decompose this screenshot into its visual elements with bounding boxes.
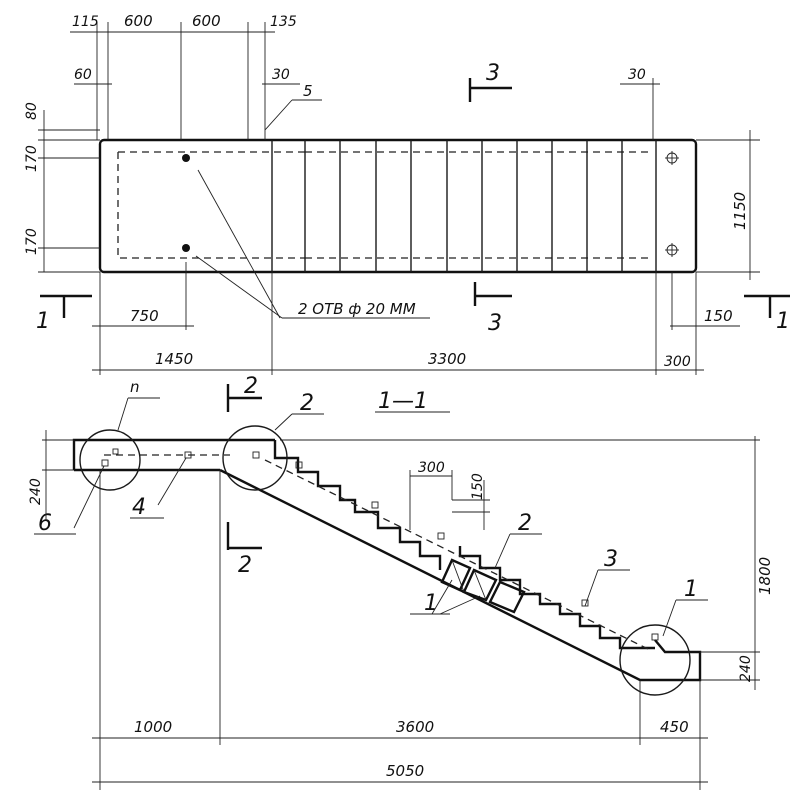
- detail-circle-1: [619, 624, 691, 696]
- dim-1000: 1000: [134, 718, 172, 736]
- section-3-top: 3: [486, 61, 500, 86]
- dim-240-left: 240: [28, 478, 44, 505]
- dim-30-right: 30: [628, 67, 646, 83]
- section-2-bottom: 2: [238, 553, 252, 578]
- callout-3: 3: [604, 547, 618, 572]
- section-view: 1—1 n: [28, 374, 774, 790]
- dim-60: 60: [74, 67, 92, 83]
- dim-1150: 1150: [731, 192, 749, 230]
- stair-flight: [219, 440, 702, 682]
- dim-300-plan: 300: [664, 354, 691, 370]
- dim-240-right: 240: [738, 655, 754, 682]
- dim-600-a: 600: [124, 12, 153, 30]
- detail-circle-n: [79, 429, 141, 491]
- callout-1-right: 1: [684, 577, 698, 602]
- callout-2-mid: 2: [518, 511, 532, 536]
- hole-marker: [182, 154, 190, 162]
- plan-outline: [98, 138, 698, 274]
- dim-3300: 3300: [428, 350, 466, 368]
- dim-450: 450: [660, 718, 689, 736]
- dim-300-step: 300: [418, 460, 445, 476]
- callout-5: 5: [303, 82, 313, 100]
- callout-4: 4: [132, 495, 146, 520]
- embedded-blocks: [440, 558, 526, 614]
- dim-150-step: 150: [470, 473, 486, 500]
- holes-label: 2 ОТВ ф 20 ММ: [298, 300, 416, 318]
- dim-600-b: 600: [192, 12, 221, 30]
- plan-view: 115 600 600 135 60 30 30 5 80 170 170 11…: [24, 12, 790, 375]
- dim-750: 750: [130, 307, 159, 325]
- dim-135: 135: [270, 14, 297, 30]
- dim-115: 115: [72, 14, 99, 30]
- dim-1450: 1450: [155, 350, 193, 368]
- dim-1800: 1800: [756, 557, 774, 595]
- section-2-top: 2: [244, 374, 258, 399]
- dim-150: 150: [704, 307, 733, 325]
- detail-circle-2: [222, 425, 288, 491]
- dim-170-bottom: 170: [24, 228, 40, 255]
- section-1-left: 1: [36, 309, 50, 334]
- callout-6: 6: [38, 511, 52, 536]
- callout-n: n: [130, 378, 140, 396]
- dim-170-top: 170: [24, 145, 40, 172]
- plan-landing-contour: [117, 151, 305, 259]
- plan-steps: [271, 140, 657, 272]
- dim-3600: 3600: [396, 718, 434, 736]
- section-title: 1—1: [378, 389, 428, 414]
- callout-1-bottom: 1: [424, 591, 438, 616]
- section-3-bottom: 3: [488, 311, 502, 336]
- stair-rebar: [264, 459, 651, 651]
- hole-marker: [182, 244, 190, 252]
- dim-80: 80: [24, 102, 40, 120]
- callout-2-top: 2: [300, 391, 314, 416]
- section-1-right: 1: [776, 309, 790, 334]
- dim-5050: 5050: [386, 762, 424, 780]
- dim-30-left: 30: [272, 67, 290, 83]
